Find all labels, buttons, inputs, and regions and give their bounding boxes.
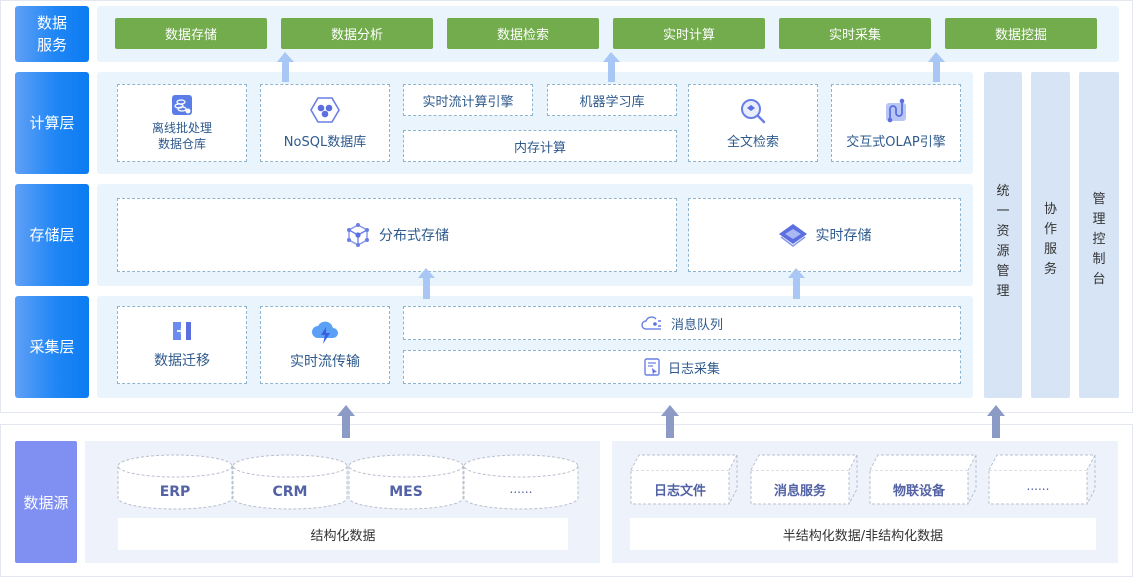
compute-nosql[interactable]: NoSQL数据库 <box>260 84 390 162</box>
side-column-label: 统一资源管理 <box>996 184 1010 299</box>
service-label: 实时采集 <box>828 28 881 43</box>
cylinder-icon <box>232 454 348 510</box>
collect-message-queue[interactable]: 消息队列 <box>403 306 961 340</box>
offline-line2: 数据仓库 <box>157 137 206 151</box>
layer-label-service: 数据服务 <box>15 6 89 62</box>
service-data-analysis[interactable]: 数据分析 <box>281 18 433 49</box>
diamond-layers-icon <box>778 224 807 247</box>
cylinder-label: CRM <box>272 484 308 500</box>
box-icon <box>869 454 977 505</box>
log-doc-icon <box>644 358 660 376</box>
collect-stream-transfer[interactable]: 实时流传输 <box>260 306 390 384</box>
side-column-coordination[interactable]: 协作服务 <box>1031 72 1070 398</box>
cylinder-label: MES <box>389 484 423 500</box>
box-label: 日志文件 <box>653 484 706 499</box>
source-mes[interactable]: MES <box>348 454 464 510</box>
nosql-label: NoSQL数据库 <box>283 134 367 150</box>
storage-realtime[interactable]: 实时存储 <box>688 198 961 272</box>
search-layers-icon <box>741 98 766 123</box>
unstructured-caption: 半结构化数据/非结构化数据 <box>630 518 1096 550</box>
fulltext-label: 全文检索 <box>726 134 779 150</box>
storage-distributed[interactable]: 分布式存储 <box>117 198 677 272</box>
source-more-structured[interactable]: ...... <box>463 454 579 510</box>
compute-ml-library[interactable]: 机器学习库 <box>547 84 677 116</box>
service-label: 数据检索 <box>496 28 549 43</box>
stream-engine-label: 实时流计算引擎 <box>422 94 514 110</box>
log-collect-label: 日志采集 <box>667 361 720 377</box>
cloud-queue-icon <box>641 316 661 330</box>
distributed-storage-label: 分布式存储 <box>379 228 449 244</box>
service-label: 数据挖掘 <box>994 28 1047 43</box>
source-more-unstructured[interactable]: ...... <box>988 454 1096 506</box>
layer-label-collect-text: 采集层 <box>29 338 75 356</box>
database-cluster-icon <box>172 95 192 115</box>
side-column-console[interactable]: 管理控制台 <box>1079 72 1119 398</box>
message-queue-label: 消息队列 <box>670 317 723 333</box>
box-icon <box>988 454 1096 505</box>
box-label: 物联设备 <box>892 484 945 499</box>
cube-network-icon <box>347 223 369 247</box>
compute-offline-warehouse[interactable]: 离线批处理 数据仓库 <box>117 84 247 162</box>
service-label: 实时计算 <box>662 28 715 43</box>
migration-icon <box>173 322 191 340</box>
hexagon-nodes-icon <box>310 96 340 123</box>
compute-in-memory[interactable]: 内存计算 <box>403 130 677 162</box>
compute-olap-engine[interactable]: 交互式OLAP引擎 <box>831 84 961 162</box>
service-realtime-collect[interactable]: 实时采集 <box>779 18 931 49</box>
cylinder-label: ...... <box>509 482 533 496</box>
source-message-service[interactable]: 消息服务 <box>750 454 858 506</box>
ml-library-label: 机器学习库 <box>579 94 645 110</box>
collect-log[interactable]: 日志采集 <box>403 350 961 384</box>
service-data-retrieval[interactable]: 数据检索 <box>447 18 599 49</box>
box-icon <box>750 454 858 505</box>
structured-caption: 结构化数据 <box>118 518 568 550</box>
side-column-resource-management[interactable]: 统一资源管理 <box>984 72 1022 398</box>
side-column-label: 管理控制台 <box>1092 192 1106 287</box>
cloud-bolt-icon <box>312 321 338 344</box>
layer-label-storage-text: 存储层 <box>29 226 75 244</box>
service-label: 数据存储 <box>164 28 217 43</box>
service-data-storage[interactable]: 数据存储 <box>115 18 267 49</box>
source-log-files[interactable]: 日志文件 <box>630 454 738 506</box>
layer-label-service-text: 数据服务 <box>36 14 67 54</box>
source-iot-devices[interactable]: 物联设备 <box>869 454 977 506</box>
layer-label-storage: 存储层 <box>15 184 89 286</box>
compute-fulltext-search[interactable]: 全文检索 <box>688 84 818 162</box>
pipeline-icon <box>886 98 906 122</box>
olap-label: 交互式OLAP引擎 <box>846 134 946 150</box>
cylinder-label: ERP <box>159 484 191 500</box>
cylinder-icon <box>463 454 579 510</box>
layer-label-compute: 计算层 <box>15 72 89 174</box>
unstructured-caption-text: 半结构化数据/非结构化数据 <box>782 528 944 544</box>
service-realtime-compute[interactable]: 实时计算 <box>613 18 765 49</box>
realtime-storage-label: 实时存储 <box>815 228 872 244</box>
compute-stream-engine[interactable]: 实时流计算引擎 <box>403 84 533 116</box>
cylinder-icon <box>348 454 464 510</box>
service-label: 数据分析 <box>330 28 383 43</box>
service-data-mining[interactable]: 数据挖掘 <box>945 18 1097 49</box>
box-label: 消息服务 <box>773 484 826 499</box>
box-label: ...... <box>1026 479 1050 493</box>
layer-label-source: 数据源 <box>15 441 77 563</box>
in-memory-label: 内存计算 <box>513 140 566 156</box>
layer-label-source-text: 数据源 <box>23 493 69 512</box>
layer-label-compute-text: 计算层 <box>29 114 75 132</box>
side-column-label: 协作服务 <box>1043 202 1057 277</box>
structured-caption-text: 结构化数据 <box>310 528 376 544</box>
migration-label: 数据迁移 <box>154 353 210 369</box>
cylinder-icon <box>117 454 233 510</box>
source-erp[interactable]: ERP <box>117 454 233 510</box>
collect-data-migration[interactable]: 数据迁移 <box>117 306 247 384</box>
source-crm[interactable]: CRM <box>232 454 348 510</box>
offline-line1: 离线批处理 <box>151 121 212 135</box>
layer-label-collect: 采集层 <box>15 296 89 398</box>
box-icon <box>630 454 738 505</box>
stream-transfer-label: 实时流传输 <box>290 354 360 370</box>
